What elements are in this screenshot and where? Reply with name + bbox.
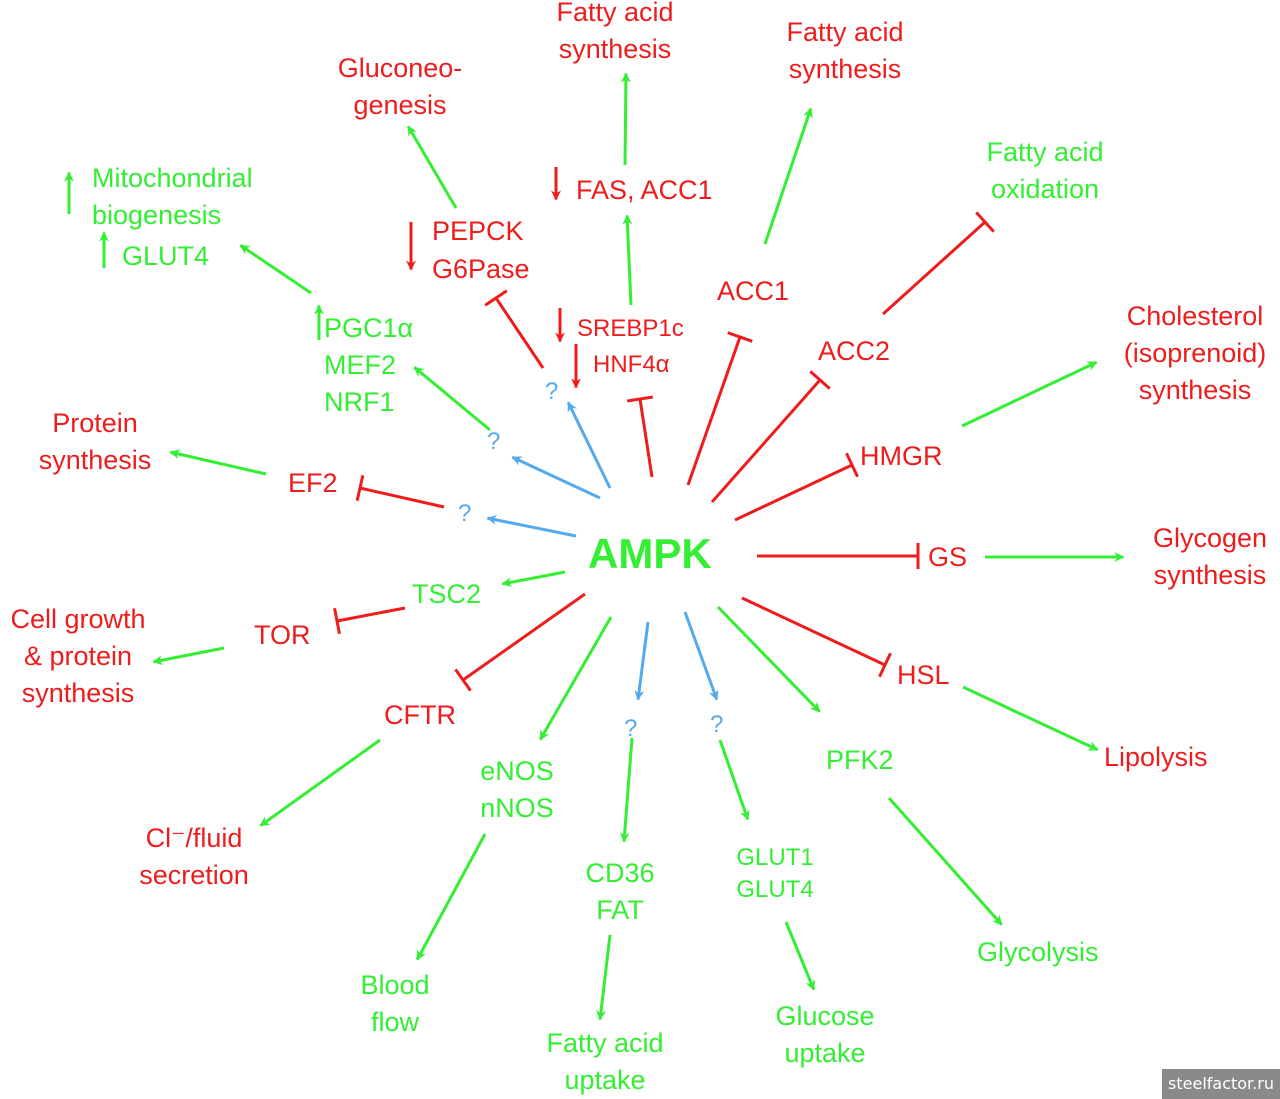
inhibition-inhibition-bar — [809, 370, 831, 390]
glycogen-synthesis: Glycogen synthesis — [1152, 523, 1268, 590]
cholesterol-synthesis: Cholesterol (isoprenoid) synthesis — [1123, 301, 1267, 405]
activation-arrow — [619, 737, 634, 843]
pgc1a-mef2-nrf1: PGC1α MEF2 NRF1 — [324, 313, 414, 417]
hmgr-label: HMGR — [860, 441, 943, 471]
unknown-arrow — [634, 621, 650, 701]
unknown-arrow — [486, 514, 577, 538]
ef2-label: EF2 — [288, 468, 338, 498]
glycolysis: Glycolysis — [977, 937, 1099, 967]
activation-arrow — [887, 797, 1003, 926]
activation-arrow — [169, 449, 267, 476]
fas-acc1-label: FAS, ACC1 — [576, 175, 713, 205]
unknown-mark: ? — [624, 715, 638, 742]
unknown-arrow — [683, 611, 719, 701]
unknown-arrow — [511, 455, 601, 500]
inhibition-inhibition-line — [494, 297, 545, 369]
hsl-label: HSL — [897, 660, 950, 690]
protein-synthesis: Protein synthesis — [38, 408, 152, 475]
unknown-mark: ? — [710, 711, 724, 738]
hnf4a-label: HNF4α — [593, 351, 670, 378]
cl-fluid-secretion: Cl⁻/fluid secretion — [139, 823, 249, 890]
pepck-g6pase-label: PEPCK G6Pase — [432, 216, 530, 284]
glucose-uptake: Glucose uptake — [775, 1001, 875, 1068]
activation-arrow — [501, 570, 566, 588]
glut1-glut4-label: GLUT1 GLUT4 — [736, 844, 814, 903]
activation-arrow — [962, 685, 1099, 752]
fatty-acid-oxidation: Fatty acid oxidation — [986, 137, 1104, 204]
inhibition-inhibition-bar — [845, 452, 859, 478]
arrow-layer — [64, 72, 1125, 1021]
fatty-acid-synthesis-top: Fatty acid synthesis — [556, 0, 674, 64]
gs-label: GS — [928, 542, 968, 572]
inhibition-inhibition-line — [359, 486, 445, 509]
unknown-mark: ? — [545, 378, 559, 405]
inhibition-inhibition-bar — [626, 395, 654, 403]
blood-flow: Blood flow — [360, 970, 430, 1037]
activation-arrow — [152, 646, 225, 666]
lipolysis: Lipolysis — [1104, 742, 1208, 772]
activation-arrow — [718, 739, 750, 821]
unknown-mark: ? — [487, 428, 501, 455]
acc2-label: ACC2 — [818, 336, 891, 366]
srebp1c-label: SREBP1c — [577, 315, 684, 342]
watermark: steelfactor.ru — [1162, 1069, 1280, 1099]
activation-arrow — [415, 833, 487, 961]
inhibition-inhibition-bar — [727, 331, 753, 343]
cell-growth-protein-synthesis: Cell growth & protein synthesis — [10, 604, 146, 708]
inhibition-inhibition-line — [462, 592, 586, 682]
mitochondrial-biogenesis: Mitochondrial biogenesis — [92, 163, 253, 230]
inhibition-inhibition-line — [710, 379, 822, 503]
activation-arrow — [716, 605, 821, 713]
tsc2-label: TSC2 — [412, 579, 482, 609]
inhibition-inhibition-line — [686, 336, 742, 486]
activation-arrow — [784, 921, 816, 991]
enos-nnos-label: eNOS nNOS — [480, 756, 554, 823]
inhibition-inhibition-bar — [454, 668, 472, 692]
cftr-label: CFTR — [384, 700, 456, 730]
glut4-label: GLUT4 — [122, 241, 210, 271]
cd36-fat-label: CD36 FAT — [585, 858, 655, 925]
fatty-acid-uptake: Fatty acid uptake — [546, 1028, 664, 1095]
inhibition-inhibition-line — [734, 463, 853, 522]
tor-label: TOR — [254, 620, 311, 650]
activation-arrow — [961, 360, 1098, 428]
inhibition-inhibition-bar — [975, 211, 995, 233]
ampk-label: AMPK — [588, 530, 712, 577]
inhibition-inhibition-line — [638, 398, 654, 478]
activation-arrow — [406, 125, 458, 209]
gluconeogenesis: Gluconeo- genesis — [337, 53, 463, 120]
unknown-mark: ? — [458, 500, 472, 527]
inhibition-inhibition-bar — [878, 652, 892, 678]
fatty-acid-synthesis-right: Fatty acid synthesis — [786, 17, 904, 84]
activation-arrow — [596, 934, 612, 1021]
inhibition-inhibition-line — [881, 220, 987, 316]
inhibition-inhibition-line — [741, 596, 886, 667]
inhibition-inhibition-line — [336, 606, 406, 623]
activation-arrow — [413, 366, 491, 432]
inhibition-inhibition-bar — [355, 474, 365, 502]
inhibition-inhibition-bar — [484, 289, 508, 307]
activation-arrow — [620, 72, 631, 166]
inhibition-inhibition-bar — [333, 607, 341, 635]
unknown-arrow — [566, 401, 612, 489]
activation-arrow — [239, 244, 312, 295]
acc1-label: ACC1 — [717, 276, 790, 306]
activation-arrow — [763, 107, 813, 245]
pfk2-label: PFK2 — [826, 745, 894, 775]
activation-arrow — [259, 738, 381, 827]
activation-arrow — [538, 616, 613, 741]
activation-arrow — [622, 214, 633, 306]
